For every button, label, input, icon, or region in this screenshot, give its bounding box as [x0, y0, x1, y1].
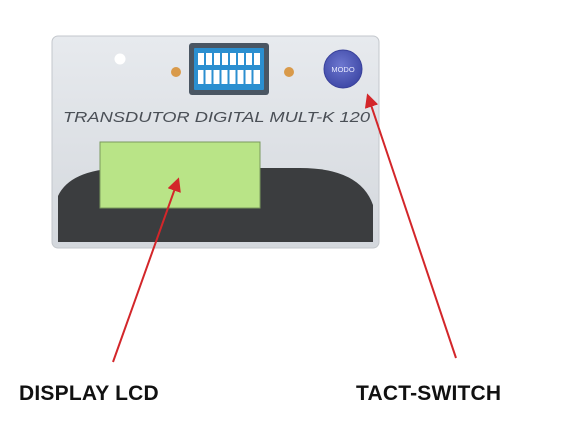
tact-switch-label: TACT-SWITCH: [356, 382, 502, 405]
led-indicator-icon: [284, 67, 294, 77]
panel-title: TRANSDUTOR DIGITAL MULT-K 120: [63, 110, 370, 126]
mode-button-label: MODO: [331, 65, 354, 74]
display-lcd-label: DISPLAY LCD: [19, 382, 159, 405]
arrow-icon: [112, 177, 181, 363]
lcd-display: [99, 141, 261, 209]
led-indicator-icon: [171, 67, 181, 77]
dip-switch-icon: [189, 43, 269, 95]
mode-button-icon[interactable]: [323, 49, 363, 89]
status-led-icon: [114, 53, 126, 65]
arrow-icon: [364, 93, 457, 359]
